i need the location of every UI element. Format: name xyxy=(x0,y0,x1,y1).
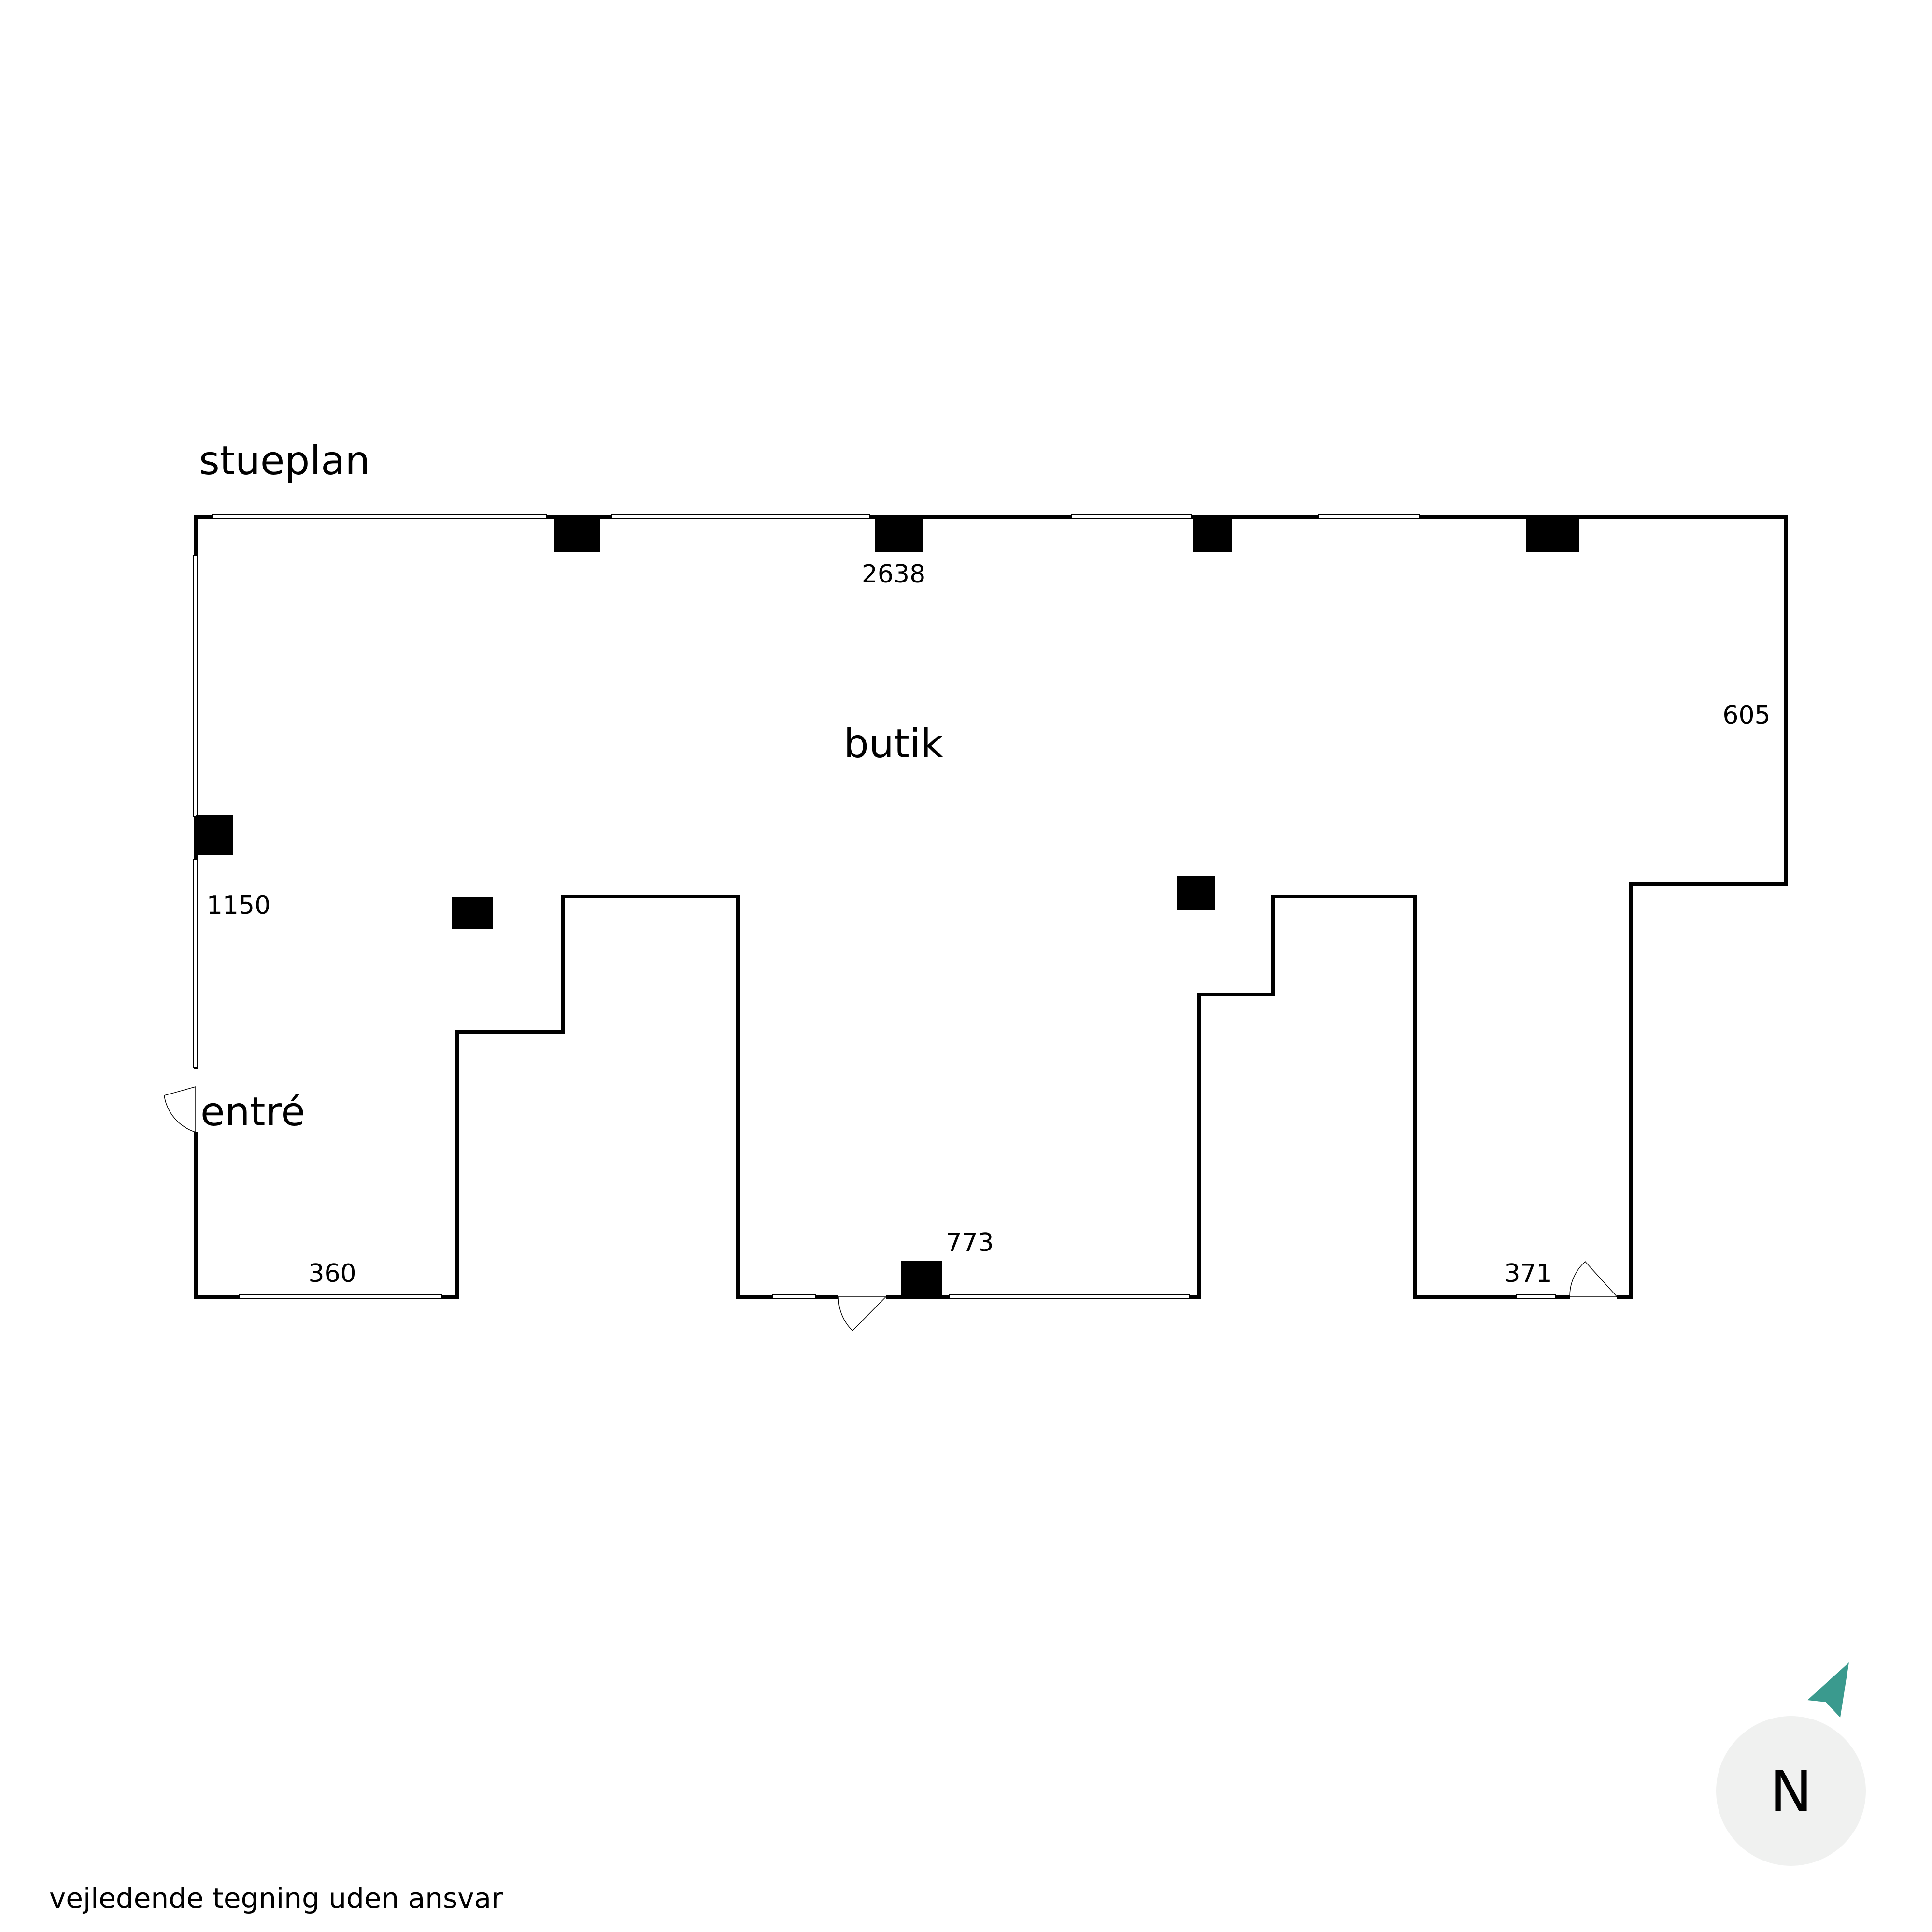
window xyxy=(611,514,870,519)
dimension-left-depth: 1150 xyxy=(207,891,270,920)
pillar xyxy=(452,897,493,929)
entrance-door xyxy=(164,1069,199,1133)
window xyxy=(1318,514,1420,519)
window xyxy=(193,859,198,1068)
room-label-entre: entré xyxy=(200,1089,305,1135)
pillar xyxy=(554,517,600,552)
north-letter: N xyxy=(1770,1758,1812,1825)
plan-title: stueplan xyxy=(199,438,370,484)
pillar xyxy=(1177,876,1215,910)
window xyxy=(212,514,547,519)
dimension-bottom-left: 360 xyxy=(308,1259,356,1288)
pillar xyxy=(1526,517,1579,552)
north-compass: N xyxy=(1716,1662,1866,1866)
window xyxy=(1516,1294,1556,1299)
exterior-wall xyxy=(194,515,1788,1299)
north-arrow-icon xyxy=(1807,1662,1849,1718)
bottom-door xyxy=(838,1294,887,1332)
dimension-top-width: 2638 xyxy=(862,560,925,589)
room-label-butik: butik xyxy=(844,721,944,767)
disclaimer-text: vejledende tegning uden ansvar xyxy=(49,1882,503,1915)
dimension-bottom-middle: 773 xyxy=(946,1228,994,1257)
compass-circle xyxy=(1716,1716,1866,1866)
dimension-bottom-right: 371 xyxy=(1504,1259,1552,1288)
pillar xyxy=(1193,517,1232,552)
window xyxy=(193,555,198,817)
pillar xyxy=(196,815,233,855)
pillar xyxy=(901,1261,942,1297)
window xyxy=(239,1294,442,1299)
dimension-right-depth: 605 xyxy=(1722,701,1770,730)
pillar xyxy=(875,517,923,552)
bottom-right-door xyxy=(1569,1261,1618,1300)
window xyxy=(772,1294,816,1299)
window xyxy=(949,1294,1190,1299)
window xyxy=(1071,514,1192,519)
